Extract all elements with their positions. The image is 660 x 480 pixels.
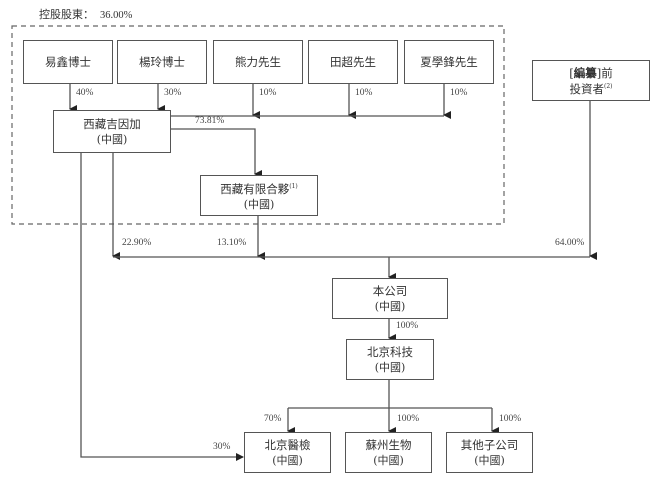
edge-label-yixin: 40% [76, 88, 94, 98]
entity-pre-ipo-investors: [編纂]前 投資者(2) [532, 60, 650, 101]
title-label: 控股股東： [39, 8, 94, 21]
entity-region: (中國) [474, 453, 505, 467]
entity-name: 易鑫博士 [45, 55, 91, 69]
entity-yang-ling: 楊玲博士 [117, 40, 207, 84]
edge-jyj-lab [80, 152, 244, 461]
entity-region: (中國) [373, 453, 404, 467]
entity-name-line2: 投資者(2) [569, 81, 613, 96]
entity-xiong-li: 熊力先生 [213, 40, 303, 84]
entity-region: (中國) [374, 360, 406, 374]
entity-name: 西藏吉因加 [83, 116, 141, 131]
footnote-marker: (2) [604, 82, 613, 90]
entity-name: 蘇州生物 [365, 437, 412, 452]
edge-label-xiongli: 10% [259, 88, 277, 98]
edge-label-jyj-lp: 73.81% [195, 116, 225, 126]
edge-label-lp-company: 13.10% [217, 238, 247, 248]
edge-label-jyj-lab: 30% [213, 442, 231, 452]
entity-xia-xuefeng: 夏學鋒先生 [404, 40, 494, 84]
entity-suzhou-bio: 蘇州生物 (中國) [345, 432, 432, 473]
entity-beijing-tech: 北京科技 (中國) [346, 339, 434, 380]
entity-company: 本公司 (中國) [332, 278, 448, 319]
entity-name: 西藏有限合夥(1) [220, 181, 298, 196]
entity-name: 夏學鋒先生 [420, 55, 478, 69]
entity-name: 熊力先生 [235, 55, 281, 69]
edge-label-preipo-company: 64.00% [555, 238, 585, 248]
edge-jyj-lp [171, 128, 262, 178]
entity-name: 楊玲博士 [139, 55, 185, 69]
entity-region: (中國) [243, 197, 275, 211]
edge-label-tech-lab: 70% [264, 414, 282, 424]
entity-other-subsidiaries: 其他子公司 (中國) [446, 432, 533, 473]
redacted-text: 編纂 [573, 65, 597, 80]
edge-label-company-tech: 100% [396, 321, 419, 331]
entity-name: 其他子公司 [460, 437, 519, 452]
title-value: 36.00% [100, 10, 133, 21]
entity-region: (中國) [374, 299, 406, 313]
entity-name: 本公司 [372, 283, 408, 298]
entity-name: 北京科技 [367, 344, 413, 359]
edge-label-tianchao: 10% [355, 88, 373, 98]
edge-label-tech-suzhou: 100% [397, 414, 420, 424]
entity-tibet-lp: 西藏有限合夥(1) (中國) [200, 175, 318, 216]
entity-name: 田超先生 [330, 55, 376, 69]
entity-beijing-lab: 北京醫檢 (中國) [244, 432, 331, 473]
edge-label-yangling: 30% [164, 88, 182, 98]
entity-region: (中國) [96, 132, 128, 146]
entity-yi-xin: 易鑫博士 [23, 40, 113, 84]
entity-region: (中國) [272, 453, 303, 467]
entity-name-line1: [編纂]前 [569, 65, 613, 80]
footnote-marker: (1) [289, 182, 298, 190]
edge-label-jyj-company: 22.90% [122, 238, 152, 248]
controlling-shareholder-title: 控股股東： 36.00% [39, 6, 132, 22]
entity-tian-chao: 田超先生 [308, 40, 398, 84]
edge-label-tech-other: 100% [499, 414, 522, 424]
edge-label-xia: 10% [450, 88, 468, 98]
entity-tibet-jyj: 西藏吉因加 (中國) [53, 110, 171, 153]
entity-name: 北京醫檢 [264, 437, 311, 452]
